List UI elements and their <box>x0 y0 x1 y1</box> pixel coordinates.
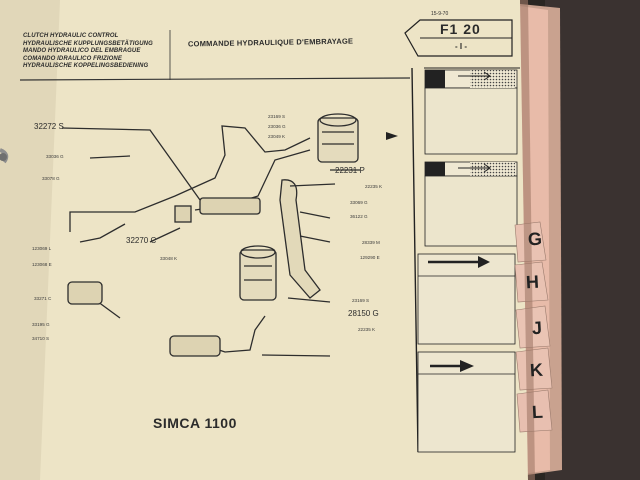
arrow-right-icon <box>478 256 490 268</box>
part-number: 23169 S <box>268 114 286 119</box>
model-label: SIMCA 1100 <box>153 415 237 431</box>
part-number: 28150 G <box>348 309 379 318</box>
index-tab-k: K <box>529 359 544 381</box>
index-tab-g: G <box>527 228 543 250</box>
arrow-right-icon <box>458 71 491 81</box>
arrow-right-icon <box>458 163 491 173</box>
title-line-it: COMANDO IDRAULICO FRIZIONE <box>23 55 122 62</box>
title-line-de: HYDRAULISCHE KUPPLUNGSBETÄTIGUNG <box>23 40 153 47</box>
part-number: 23169 S <box>352 298 370 303</box>
part-number: 32272 S <box>34 122 64 131</box>
manual-page <box>0 0 528 480</box>
index-tab-h: H <box>525 271 540 293</box>
page-marker: - I - <box>455 42 467 51</box>
part-number: 33195 G <box>32 322 50 327</box>
index-tab-strip <box>514 221 553 433</box>
part-number: 33048 K <box>160 256 178 261</box>
arrow-right-icon <box>386 132 398 140</box>
part-number: 22231 P <box>335 166 365 175</box>
date-label: 15-9-70 <box>431 11 449 17</box>
part-number: 32270 C <box>126 236 157 245</box>
part-number: 34710 S <box>32 336 50 341</box>
section-code: F1 20 <box>440 21 481 37</box>
part-number: 36122 G <box>350 214 368 219</box>
part-number: 33271 C <box>34 296 52 301</box>
part-number: 33069 G <box>350 200 368 205</box>
arrow-right-icon <box>460 360 474 372</box>
title-line-es: MANDO HYDRAULICO DEL EMBRAGUE <box>23 48 141 54</box>
title-line-en: CLUTCH HYDRAULIC CONTROL <box>23 33 119 39</box>
part-number: 33078 G <box>42 176 60 181</box>
index-tab-j: J <box>531 317 543 339</box>
part-number: 22235 K <box>358 327 376 332</box>
part-number: 23036 G <box>268 124 286 129</box>
part-number: 129290 E <box>360 255 380 260</box>
part-number: 123068 E <box>32 262 52 267</box>
index-tab-l: L <box>531 401 544 423</box>
part-number: 23049 K <box>268 134 286 139</box>
hydraulic-diagram <box>61 113 360 357</box>
part-number: 22235 K <box>365 184 383 189</box>
title-line-nl: HYDRAULISCHE KOPPELINGSBEDIENING <box>23 63 149 69</box>
part-number: 28339 M <box>362 240 380 245</box>
part-number: 123069 L <box>32 246 52 251</box>
part-number: 33036 G <box>46 154 64 159</box>
